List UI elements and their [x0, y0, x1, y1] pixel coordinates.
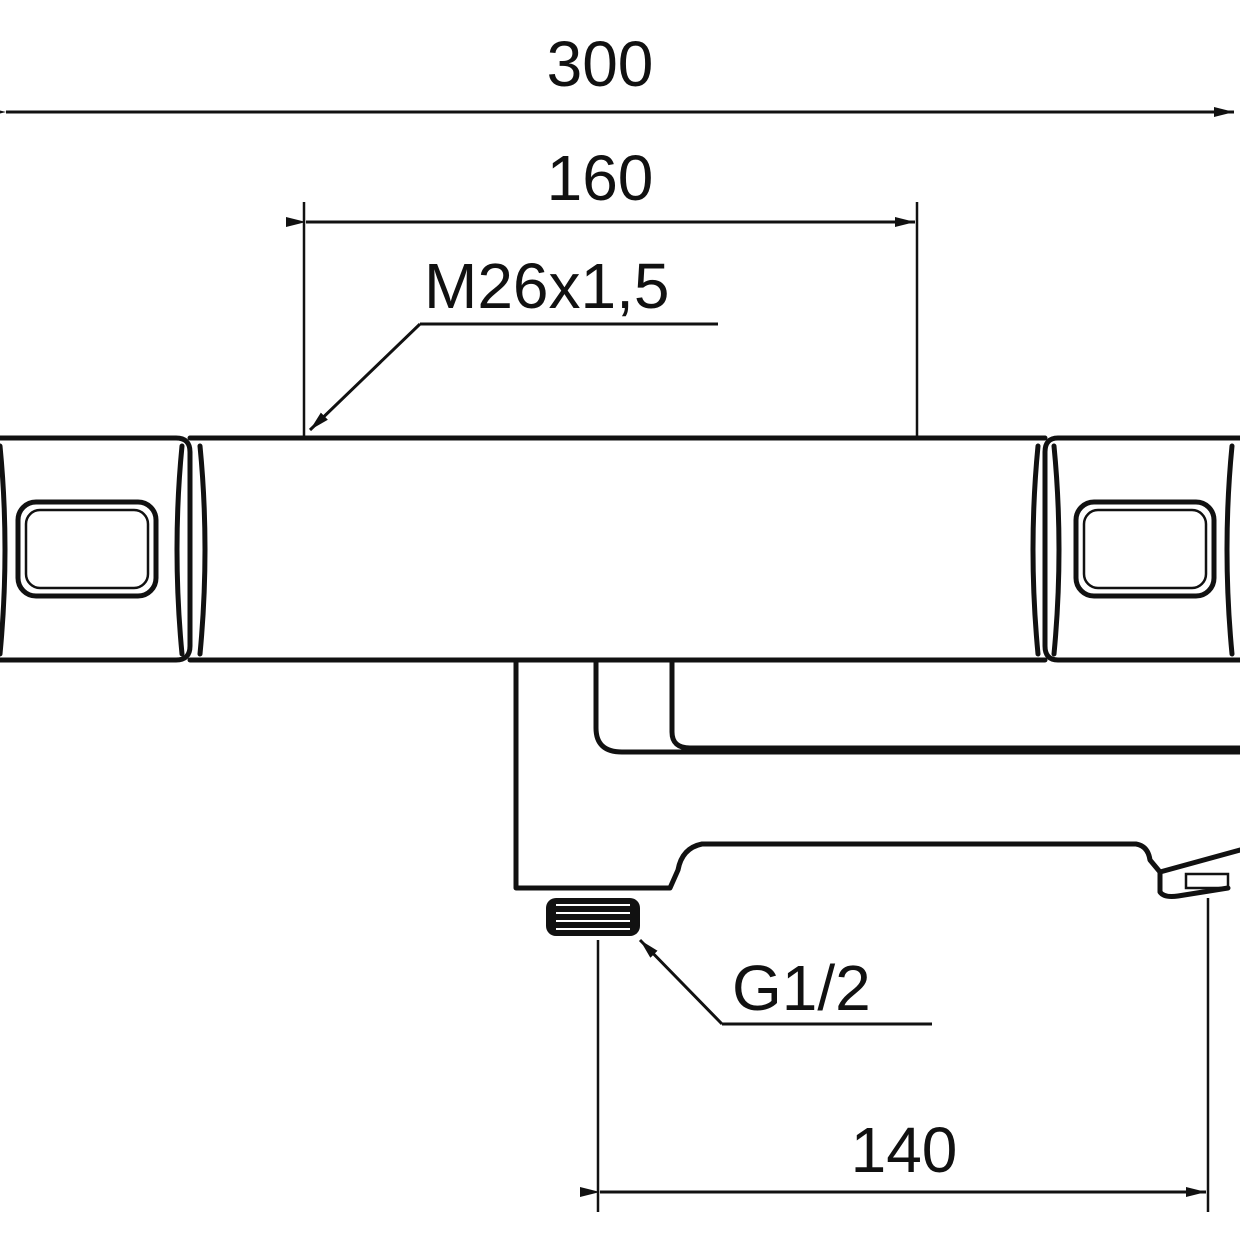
overall-width-dimension: 300: [0, 28, 1234, 117]
right-handle: [1042, 435, 1240, 663]
bottom-thread-callout: G1/2: [638, 938, 932, 1026]
mixer-body: [0, 435, 1240, 936]
spout: [513, 659, 1240, 899]
top-thread-callout: M26x1,5: [308, 250, 718, 432]
top-thread-label: M26x1,5: [424, 250, 669, 322]
left-handle: [0, 435, 193, 663]
spout-reach-dimension: 140: [580, 898, 1210, 1212]
bottom-thread-connector: [546, 898, 640, 936]
overall-width-label: 300: [547, 28, 654, 100]
spindle-spacing-label: 160: [547, 142, 654, 214]
bottom-thread-label: G1/2: [732, 952, 871, 1024]
spout-reach-label: 140: [851, 1114, 958, 1186]
spindle-spacing-dimension: 160: [286, 142, 919, 438]
